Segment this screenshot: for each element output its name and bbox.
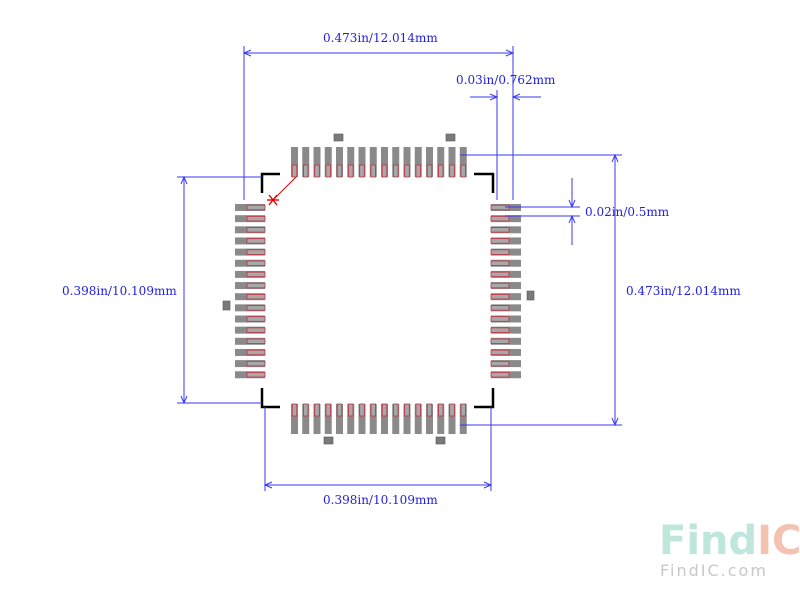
pin1-star-icon bbox=[267, 194, 279, 206]
pad-left bbox=[235, 204, 266, 211]
pad-top bbox=[313, 147, 321, 178]
pad-bottom bbox=[302, 403, 310, 434]
pad-top bbox=[392, 147, 400, 178]
pad-bottom bbox=[437, 403, 445, 434]
pad-right bbox=[490, 360, 521, 368]
pad-bottom bbox=[403, 403, 411, 434]
pads-bottom-row bbox=[291, 403, 467, 434]
pad-bottom bbox=[381, 403, 388, 434]
findic-watermark: FindIC FindIC.com bbox=[659, 518, 800, 580]
pad-right bbox=[490, 304, 521, 312]
corner-bottom-right bbox=[474, 388, 495, 409]
pad-top bbox=[459, 147, 467, 178]
pad-right bbox=[490, 237, 521, 245]
pad-right bbox=[490, 337, 521, 345]
pad-left bbox=[235, 360, 266, 368]
pad-bottom bbox=[336, 403, 343, 434]
pad-bottom bbox=[448, 403, 456, 434]
pad-left bbox=[235, 371, 266, 379]
pad-left bbox=[235, 237, 266, 245]
corner-top-left bbox=[260, 172, 280, 193]
pad-top bbox=[336, 147, 343, 178]
pad-right bbox=[490, 259, 521, 267]
pad-right bbox=[490, 282, 521, 290]
pad-right bbox=[490, 348, 521, 356]
pad-right bbox=[490, 326, 521, 334]
pad-left bbox=[235, 248, 266, 256]
marker-square-top-right bbox=[445, 133, 456, 142]
dimension-arrows bbox=[180, 49, 619, 489]
dimension-lines bbox=[177, 46, 622, 491]
pad-left bbox=[235, 304, 266, 312]
pad-right bbox=[490, 371, 521, 379]
pad-top bbox=[448, 147, 456, 178]
pad-left bbox=[235, 259, 266, 267]
dim-label-top-width: 0.473in/12.014mm bbox=[323, 31, 438, 45]
pad-left bbox=[235, 226, 266, 234]
pad-right bbox=[490, 315, 521, 323]
marker-square-left bbox=[222, 300, 231, 311]
pad-bottom bbox=[358, 403, 366, 434]
pad-bottom bbox=[426, 403, 433, 434]
marker-square-bottom-right bbox=[435, 436, 446, 445]
watermark-logo-find: Find bbox=[659, 518, 757, 564]
dim-label-left-height: 0.398in/10.109mm bbox=[62, 284, 177, 298]
pad-right bbox=[490, 226, 521, 234]
body-outline-corners bbox=[260, 172, 495, 409]
pad-left bbox=[235, 282, 266, 290]
marker-square-top-left bbox=[333, 133, 344, 142]
pad-top bbox=[324, 147, 332, 178]
pad-bottom bbox=[414, 403, 422, 434]
pads-right-column bbox=[490, 204, 521, 379]
pad-bottom bbox=[369, 403, 377, 434]
pad-top bbox=[302, 147, 310, 178]
pad-left bbox=[235, 215, 266, 223]
pad-left bbox=[235, 315, 266, 323]
corner-bottom-left bbox=[260, 388, 280, 409]
pad-right bbox=[490, 215, 521, 223]
pad-top bbox=[426, 147, 433, 178]
pad-left bbox=[235, 326, 266, 334]
pad-top bbox=[403, 147, 411, 178]
pad-left bbox=[235, 348, 266, 356]
pads-left-column bbox=[235, 204, 266, 379]
pad-left bbox=[235, 270, 266, 278]
pad-left bbox=[235, 337, 266, 345]
marker-square-right bbox=[526, 290, 535, 301]
pad-right bbox=[490, 293, 521, 301]
pad-right bbox=[490, 248, 521, 256]
pad-top bbox=[381, 147, 388, 178]
dim-label-bottom-width: 0.398in/10.109mm bbox=[323, 493, 438, 507]
watermark-logo: FindIC bbox=[659, 518, 800, 564]
pad-bottom bbox=[392, 403, 400, 434]
pad-bottom bbox=[324, 403, 332, 434]
dim-label-pitch: 0.02in/0.5mm bbox=[585, 205, 670, 219]
pad-top bbox=[291, 147, 298, 178]
pad-bottom bbox=[347, 403, 355, 434]
pad-top bbox=[358, 147, 366, 178]
pad-right bbox=[490, 270, 521, 278]
pad-bottom bbox=[313, 403, 321, 434]
pad-bottom bbox=[459, 403, 467, 434]
pad-top bbox=[347, 147, 355, 178]
corner-top-right bbox=[474, 172, 495, 193]
dim-label-lead-width: 0.03in/0.762mm bbox=[456, 73, 556, 87]
pads-top-row bbox=[291, 147, 467, 178]
marker-square-bottom-left bbox=[323, 436, 334, 445]
pad-top bbox=[414, 147, 422, 178]
pad-top bbox=[437, 147, 445, 178]
pad-bottom bbox=[291, 403, 298, 434]
pin1-indicator bbox=[267, 176, 297, 206]
pad-left bbox=[235, 293, 266, 301]
watermark-logo-ic: IC bbox=[757, 518, 800, 564]
pad-top bbox=[369, 147, 377, 178]
dim-label-right-height: 0.473in/12.014mm bbox=[626, 284, 741, 298]
watermark-url: FindIC.com bbox=[660, 561, 768, 580]
